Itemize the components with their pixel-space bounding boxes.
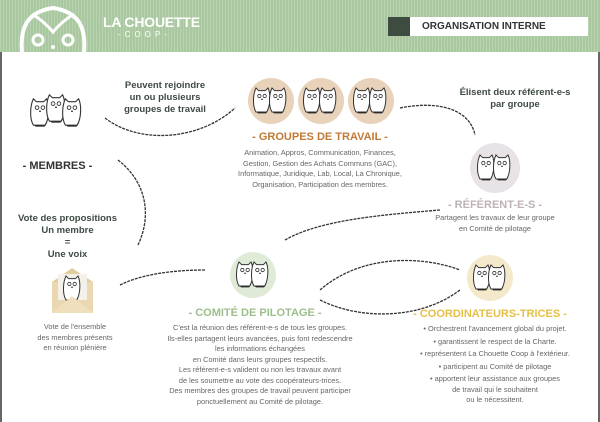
groupes-description: Animation, Appros, Communication, Financ… xyxy=(220,148,420,190)
brand-name: LA CHOUETTE xyxy=(103,14,200,30)
comite-desc-line: C'est la réunion des référent-e-s de tou… xyxy=(173,323,347,332)
groupes-desc-line: Organisation, Participation des membres. xyxy=(252,179,388,189)
vote-line: Un membre xyxy=(41,225,94,236)
comite-owls-icon xyxy=(230,252,276,298)
comite-desc-line: ponctuellement au Comité de pilotage. xyxy=(196,396,324,406)
arrow-referents-comite xyxy=(284,209,441,241)
coord-desc-line: • apportent leur assistance aux groupes xyxy=(430,374,560,383)
section-title: ORGANISATION INTERNE xyxy=(410,17,588,36)
arrow-groupes-referents xyxy=(399,104,476,136)
coord-desc-line: ou le nécessitent. xyxy=(466,395,524,404)
comite-desc-line: en Comité dans leurs groupes respectifs. xyxy=(192,354,328,364)
coord-desc-line: • représentent La Chouette Coop à l'exté… xyxy=(420,349,570,358)
coordinateurs-owls-icon xyxy=(467,255,513,301)
comite-desc-line: Des membres des groupes de travail peuve… xyxy=(169,386,351,395)
vote-label: Vote des propositions Un membre = Une vo… xyxy=(10,213,125,261)
coord-desc-line: • Orchestrent l'avancement global du pro… xyxy=(423,324,567,333)
join-line: groupes de travail xyxy=(124,104,206,115)
membres-owls-icon xyxy=(25,85,87,147)
referents-desc-line: Partagent les travaux de leur groupe xyxy=(435,213,555,222)
comite-desc-line: les informations échangées xyxy=(215,344,305,353)
arrow-comite-coord-bottom xyxy=(319,289,461,315)
envelope-icon xyxy=(52,268,93,313)
elect-line: par groupe xyxy=(490,99,540,110)
comite-desc-line: Ils-elles partagent leurs avancées, puis… xyxy=(167,333,353,343)
arrow-membres-groupes xyxy=(104,107,236,137)
coordinateurs-description: • Orchestrent l'avancement global du pro… xyxy=(395,324,595,406)
vote-line: Une voix xyxy=(47,249,88,260)
referents-description: Partagent les travaux de leur groupe en … xyxy=(420,213,570,234)
comite-desc-line: Les référent-e-s valident ou non les tra… xyxy=(178,365,342,374)
brand-subtitle: -COOP- xyxy=(118,30,171,39)
title-tag-marker xyxy=(388,17,410,36)
groupes-desc-line: Animation, Appros, Communication, Financ… xyxy=(244,148,396,157)
vote-desc-line: en réunion plénière xyxy=(43,343,107,352)
groupes-desc-line: Informatique, Juridique, Lab, Local, La … xyxy=(238,169,402,178)
referents-owls-icon xyxy=(470,143,520,193)
comite-title: - COMITÉ DE PILOTAGE - xyxy=(188,307,322,319)
vote-line: = xyxy=(64,237,71,248)
elect-line: Élisent deux référent-e-s xyxy=(459,87,571,98)
groupes-title: - GROUPES DE TRAVAIL - xyxy=(252,131,388,143)
comite-desc-line: de les soumettre au vote des coopérateur… xyxy=(178,375,342,385)
header-banner: LA CHOUETTE -COOP- ORGANISATION INTERNE xyxy=(0,0,600,52)
coord-desc-line: de travail qui le souhaitent xyxy=(452,384,538,394)
vote-description: Vote de l'ensemble des membres présents … xyxy=(20,322,130,354)
coord-desc-line: • garantissent le respect de la Charte. xyxy=(433,336,557,346)
vote-desc-line: Vote de l'ensemble xyxy=(43,322,107,331)
join-label: Peuvent rejoindre un ou plusieurs groupe… xyxy=(110,80,220,116)
vote-desc-line: des membres présents xyxy=(37,332,113,342)
vote-line: Vote des propositions xyxy=(17,213,118,224)
arrow-membres-vote xyxy=(117,159,147,246)
comite-description: C'est la réunion des référent-e-s de tou… xyxy=(140,323,380,407)
join-line: Peuvent rejoindre xyxy=(124,80,206,91)
coord-desc-line: • participent au Comité de pilotage xyxy=(438,361,552,371)
referents-title: - RÉFÉRENT-E-S - xyxy=(447,199,543,211)
membres-title: - MEMBRES - xyxy=(22,160,93,172)
owl-logo-icon xyxy=(19,5,87,52)
coordinateurs-title: - COORDINATEURS-TRICES - xyxy=(413,308,567,320)
join-line: un ou plusieurs xyxy=(129,92,201,103)
elect-label: Élisent deux référent-e-s par groupe xyxy=(450,87,580,111)
referents-desc-line: en Comité de pilotage xyxy=(459,223,531,233)
arrow-comite-vote xyxy=(119,269,206,286)
arrow-comite-coord-top xyxy=(319,259,461,291)
groupes-desc-line: Gestion, Gestion des Achats Communs (GAC… xyxy=(242,158,398,168)
